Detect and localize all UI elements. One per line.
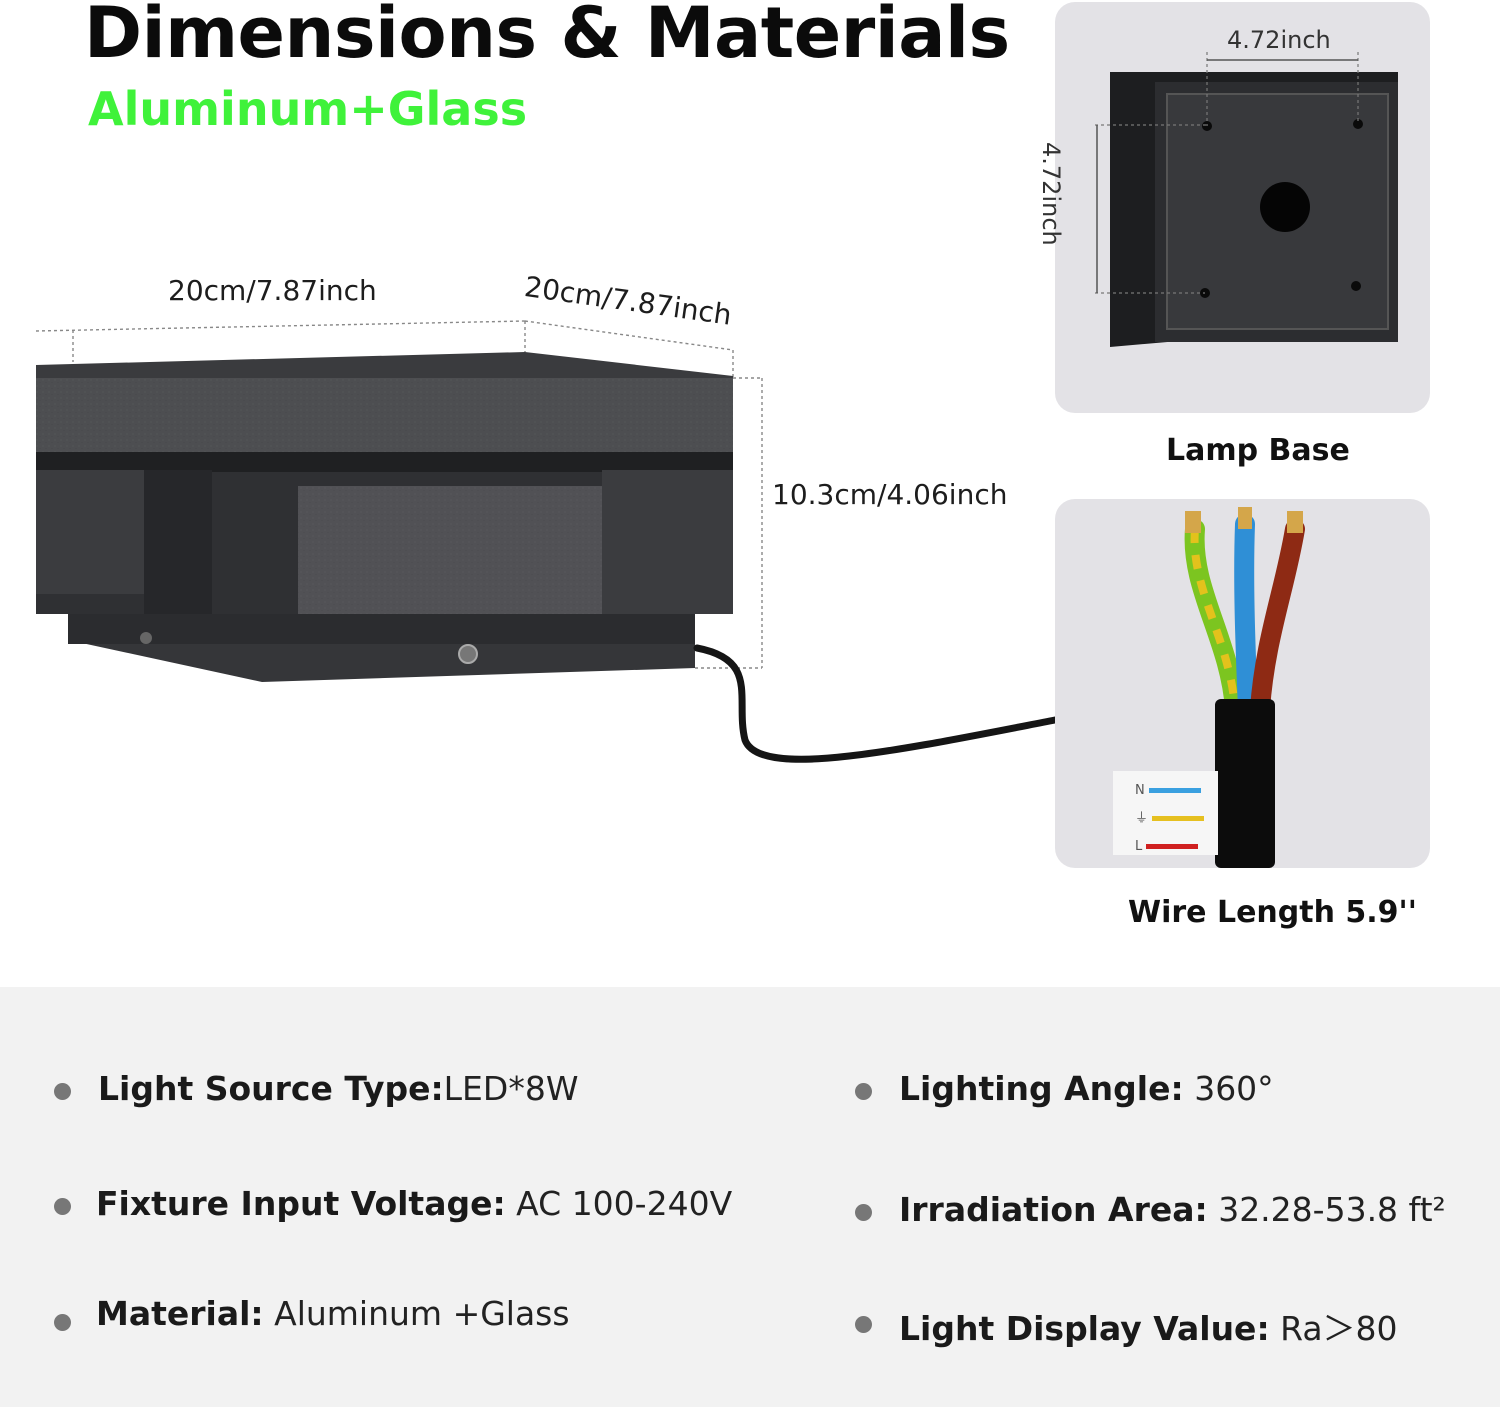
width-dimension-label: 20cm/7.87inch bbox=[168, 274, 377, 307]
bullet-icon bbox=[54, 1083, 71, 1100]
page-title: Dimensions & Materials bbox=[84, 0, 1010, 74]
lamp-top-surface bbox=[36, 352, 733, 380]
bullet-icon bbox=[855, 1083, 872, 1100]
base-width-label: 4.72inch bbox=[1227, 26, 1331, 54]
bullet-icon bbox=[54, 1198, 71, 1215]
lamp-base-image bbox=[1095, 52, 1398, 347]
lamp-base-panel: 4.72inch 4.72inch bbox=[1037, 2, 1430, 413]
spec-irradiation-area: Irradiation Area: 32.28-53.8 ft² bbox=[855, 1190, 1446, 1229]
spec-light-source: Light Source Type:LED*8W bbox=[54, 1069, 578, 1108]
bullet-icon bbox=[855, 1204, 872, 1221]
lamp-illustration bbox=[35, 320, 1059, 763]
power-cable bbox=[693, 644, 1059, 763]
specs-section: Light Source Type:LED*8W Lighting Angle:… bbox=[0, 987, 1500, 1407]
spec-lighting-angle: Lighting Angle: 360° bbox=[855, 1069, 1274, 1108]
lamp-base-caption: Lamp Base bbox=[1166, 433, 1350, 468]
wire-label-l: L bbox=[1135, 839, 1143, 854]
material-subtitle: Aluminum+Glass bbox=[88, 82, 528, 136]
lamp-glass-window bbox=[298, 486, 602, 630]
spec-light-display: Light Display Value: Ra＞80 bbox=[855, 1302, 1398, 1350]
screw-icon bbox=[458, 644, 478, 664]
dimension-lines bbox=[35, 320, 763, 669]
bullet-icon bbox=[855, 1316, 872, 1333]
spec-input-voltage: Fixture Input Voltage: AC 100-240V bbox=[54, 1184, 732, 1223]
wire-label-n: N bbox=[1135, 783, 1145, 798]
spec-material: Material: Aluminum +Glass bbox=[54, 1294, 570, 1333]
wire-image bbox=[1113, 507, 1305, 868]
base-height-label: 4.72inch bbox=[1037, 142, 1065, 246]
wire-label-list: N ⏚ L bbox=[1135, 777, 1205, 861]
wire-panel: N ⏚ L bbox=[1055, 499, 1430, 868]
height-dimension-label: 10.3cm/4.06inch bbox=[772, 478, 1008, 511]
wire-length-caption: Wire Length 5.9'' bbox=[1128, 895, 1417, 930]
wire-label-ground: ⏚ bbox=[1135, 811, 1149, 826]
bullet-icon bbox=[54, 1314, 71, 1331]
lamp-cap bbox=[36, 378, 733, 452]
